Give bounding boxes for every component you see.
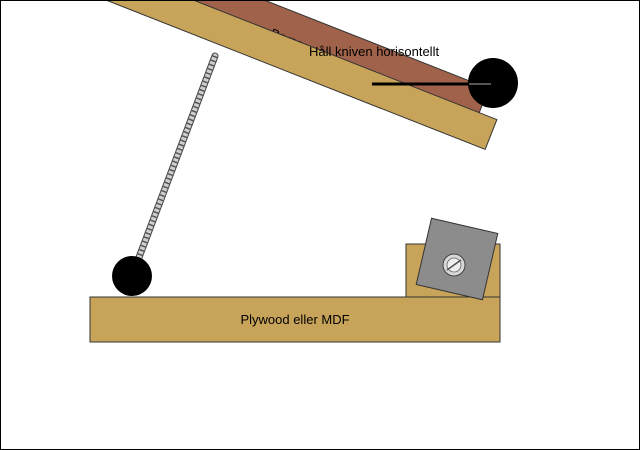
tilted-assembly: Bryne [33, 1, 498, 151]
tilted-board [33, 1, 498, 151]
knife-handle-icon [372, 58, 518, 108]
threaded-rod [128, 52, 219, 280]
instruction-label: Håll kniven horisontellt [309, 44, 439, 59]
base-plank [89, 296, 501, 343]
screw-head-icon [442, 253, 466, 277]
base-label: Plywood eller MDF [240, 312, 349, 327]
knob-icon [112, 256, 152, 296]
